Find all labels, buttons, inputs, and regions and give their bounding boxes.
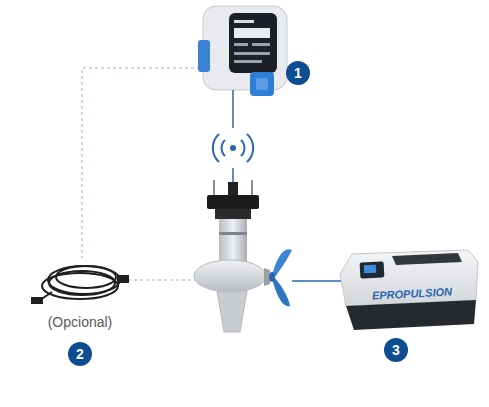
callout-number: 3 [392, 343, 400, 357]
wireless-arc [213, 134, 219, 162]
link-line [232, 168, 234, 184]
callout-fill [68, 342, 92, 366]
outboard-motor [194, 180, 292, 332]
power-line [292, 280, 342, 282]
motor-connector [228, 182, 238, 196]
propeller-blade [272, 277, 290, 306]
motor-pod [194, 260, 266, 292]
screen-line [234, 52, 270, 55]
screen-line [234, 43, 248, 46]
battery [340, 250, 478, 330]
remote-button [250, 72, 274, 96]
cable-coil [42, 273, 118, 299]
dashed-route [122, 280, 196, 281]
remote-control [198, 6, 287, 96]
motor-bracket [207, 195, 259, 209]
wireless-dot [230, 145, 236, 151]
screen-line [234, 28, 270, 38]
callout-number: 1 [294, 66, 302, 80]
wireless-arc [222, 140, 225, 156]
callout-fill [384, 338, 408, 362]
cable-plug [32, 298, 42, 303]
remote-body [203, 6, 287, 90]
callout-circle: 3 [384, 338, 408, 362]
part-note: (Opcional) [48, 315, 113, 329]
battery-handle [392, 253, 462, 265]
battery-display-glow [364, 265, 376, 274]
screen-line [234, 20, 254, 23]
wireless-arc [247, 134, 253, 162]
link-line [232, 90, 234, 128]
dashed-route [82, 68, 200, 258]
propeller-cap [269, 272, 275, 282]
screen-line [234, 60, 262, 63]
screen-line [252, 43, 270, 46]
battery-base [346, 300, 476, 330]
cable-coil [48, 266, 120, 294]
cable-plug [118, 276, 128, 282]
callout-circle: 2 [68, 342, 92, 366]
remote-side-strip [198, 40, 210, 72]
callout-fill [286, 61, 310, 85]
callout-circle: 1 [286, 61, 310, 85]
propeller-blade [272, 249, 292, 278]
wireless-symbol [213, 134, 253, 162]
battery-display [360, 261, 385, 278]
battery-shell [340, 250, 478, 306]
callout-number: 2 [76, 347, 84, 361]
extension-cable [32, 266, 128, 303]
shaft-ring [219, 232, 247, 235]
motor-clamp [215, 209, 251, 219]
remote-screen [229, 13, 277, 73]
remote-button-face [256, 78, 268, 90]
wireless-arc [241, 140, 244, 156]
